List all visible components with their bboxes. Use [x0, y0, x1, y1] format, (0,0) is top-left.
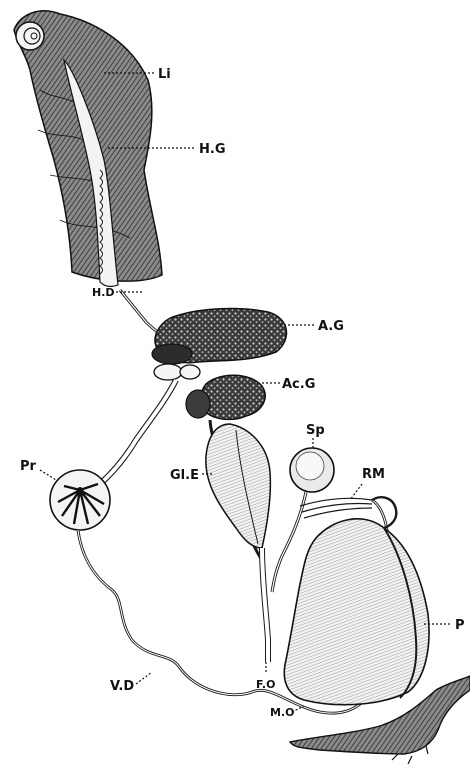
label-sp: Sp [306, 423, 325, 448]
label-gle-text: Gl.E [170, 468, 199, 483]
label-mo: M.O [270, 706, 304, 719]
label-sp-text: Sp [306, 423, 325, 438]
label-vd: V.D [110, 672, 152, 694]
label-pr: Pr [20, 459, 56, 480]
label-hd: H.D [92, 286, 142, 299]
label-pr-text: Pr [20, 459, 37, 474]
label-gle: Gl.E [170, 468, 212, 483]
label-acg-text: Ac.G [282, 377, 315, 392]
label-ag: A.G [280, 319, 344, 334]
label-fo: F.O [256, 662, 275, 691]
label-vd-text: V.D [110, 679, 134, 694]
spermatheca [290, 448, 334, 492]
label-fo-text: F.O [256, 678, 275, 691]
prostate-duct [100, 380, 176, 484]
label-li-text: Li [158, 67, 171, 82]
label-rm-text: RM [362, 467, 385, 482]
label-acg: Ac.G [262, 377, 315, 392]
label-hg-text: H.G [199, 142, 226, 157]
label-ag-text: A.G [318, 319, 344, 334]
retractor-muscle [300, 498, 372, 518]
accessory-gland [200, 375, 265, 419]
label-rm: RM [350, 467, 385, 500]
label-hd-text: H.D [92, 286, 115, 299]
prostate [50, 470, 110, 530]
gland-gl-e [206, 424, 271, 548]
penis [284, 519, 429, 705]
label-mo-text: M.O [270, 706, 294, 719]
label-p: P [424, 618, 465, 633]
label-p-text: P [455, 618, 465, 633]
